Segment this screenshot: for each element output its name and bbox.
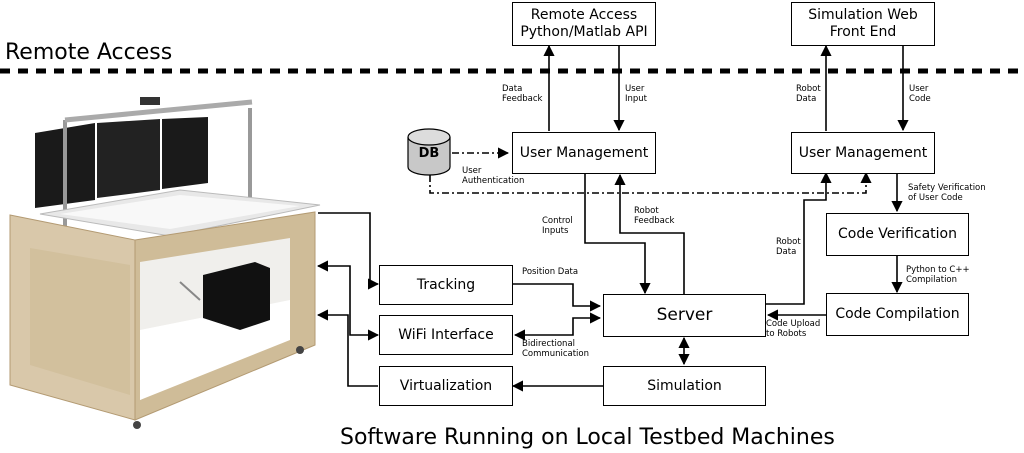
label-bidirectional: Bidirectional Communication (522, 339, 589, 359)
label-user-authentication: User Authentication (462, 166, 525, 186)
arrow-wifi-testbed (316, 260, 380, 341)
user-management-left-box: User Management (512, 132, 656, 174)
arrow-bidirectional (513, 312, 602, 341)
arrow-testbed-tracking (318, 212, 380, 290)
arrow-robot-feedback (614, 173, 685, 295)
label-code-upload: Code Upload to Robots (766, 319, 821, 339)
remote-api-box: Remote Access Python/Matlab API (512, 2, 656, 46)
label-robot-feedback: Robot Feedback (634, 206, 675, 226)
testbed-photo (9, 97, 321, 429)
db-label: DB (418, 146, 440, 161)
local-software-title: Software Running on Local Testbed Machin… (340, 425, 835, 450)
label-python-to-cpp: Python to C++ Compilation (906, 265, 970, 285)
label-safety-verification: Safety Verification of User Code (908, 183, 986, 203)
sim-web-frontend-box: Simulation Web Front End (791, 2, 935, 46)
label-robot-data-mid: Robot Data (776, 237, 801, 257)
arrow-virtualization-testbed (316, 309, 378, 387)
tracking-box: Tracking (379, 265, 513, 305)
label-user-code: User Code (909, 84, 931, 104)
remote-access-title: Remote Access (5, 40, 173, 65)
label-user-input: User Input (625, 84, 648, 104)
virtualization-box: Virtualization (379, 366, 513, 406)
simulation-box: Simulation (603, 366, 766, 406)
db-cylinder (407, 128, 451, 176)
label-robot-data-top: Robot Data (796, 84, 821, 104)
wifi-interface-box: WiFi Interface (379, 315, 513, 355)
user-management-right-box: User Management (791, 132, 935, 174)
code-compilation-box: Code Compilation (826, 293, 969, 336)
server-box: Server (603, 294, 766, 337)
label-data-feedback: Data Feedback (502, 84, 543, 104)
arrow-position-data (513, 283, 602, 312)
code-verification-box: Code Verification (826, 213, 969, 256)
arrow-control-inputs (584, 173, 651, 295)
label-position-data: Position Data (522, 267, 579, 277)
arrow-robot-data-mid (766, 171, 832, 305)
arrow-db-auth-right (429, 171, 872, 194)
label-control-inputs: Control Inputs (542, 216, 573, 236)
